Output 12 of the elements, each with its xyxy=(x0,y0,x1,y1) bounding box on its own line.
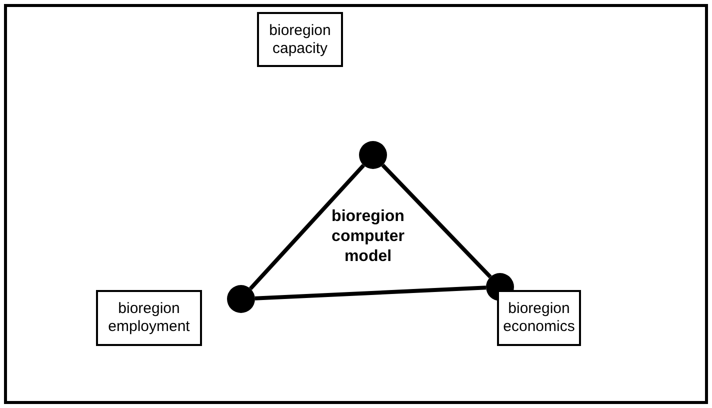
box-label: bioregion capacity xyxy=(268,22,332,58)
text-box xyxy=(497,290,581,346)
junction-dot xyxy=(359,141,387,169)
box-label: bioregion employment xyxy=(107,300,191,336)
text-box xyxy=(96,290,202,346)
model-label: bioregion computer model xyxy=(330,207,406,267)
connector-line xyxy=(381,164,492,278)
junction-dot xyxy=(227,285,255,313)
text-box xyxy=(257,12,343,67)
connector-line xyxy=(248,164,366,290)
connector-line xyxy=(254,286,486,300)
box-label: bioregion economics xyxy=(502,300,576,336)
